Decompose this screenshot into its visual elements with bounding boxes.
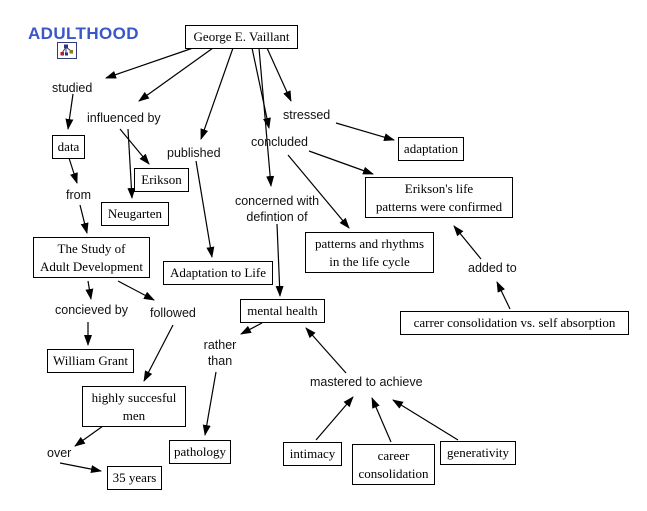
link-label-concluded[interactable]: concluded — [251, 135, 308, 149]
link-label-followed[interactable]: followed — [150, 306, 196, 320]
node-eriksons-life-patterns-confirmed[interactable]: Erikson's life patterns were confirmed — [365, 177, 513, 219]
link-label-concerned-with-defintion-of[interactable]: concerned with defintion of — [234, 194, 320, 224]
node-generativity[interactable]: generativity — [440, 441, 516, 465]
node-intimacy[interactable]: intimacy — [283, 442, 342, 466]
node-george-e-vaillant[interactable]: George E. Vaillant — [185, 25, 298, 49]
link-label-added-to[interactable]: added to — [468, 261, 517, 275]
page-title: ADULTHOOD — [28, 24, 139, 43]
node-study-of-adult-development[interactable]: The Study of Adult Development — [33, 237, 150, 279]
link-label-rather-than[interactable]: rather than — [203, 338, 237, 368]
node-mental-health[interactable]: mental health — [240, 299, 325, 323]
node-patterns-and-rhythms[interactable]: patterns and rhythms in the life cycle — [305, 232, 434, 274]
node-highly-succesful-men[interactable]: highly succesful men — [82, 386, 186, 428]
node-adaptation-to-life[interactable]: Adaptation to Life — [163, 261, 273, 285]
link-label-studied[interactable]: studied — [52, 81, 93, 95]
link-label-published[interactable]: published — [167, 146, 221, 160]
link-label-mastered-to-achieve[interactable]: mastered to achieve — [310, 375, 423, 389]
link-label-from[interactable]: from — [66, 188, 91, 202]
node-data[interactable]: data — [52, 135, 85, 159]
node-career-consolidation[interactable]: career consolidation — [352, 444, 435, 486]
node-neugarten[interactable]: Neugarten — [101, 202, 169, 226]
node-carrer-consolidation-vs-self-absorption[interactable]: carrer consolidation vs. self absorption — [400, 311, 629, 335]
node-erikson[interactable]: Erikson — [134, 168, 189, 192]
concept-map-icon[interactable] — [57, 42, 77, 59]
link-label-concieved-by[interactable]: concieved by — [55, 303, 128, 317]
node-adaptation[interactable]: adaptation — [398, 137, 464, 161]
link-label-stressed[interactable]: stressed — [283, 108, 331, 122]
link-label-influenced-by[interactable]: influenced by — [87, 111, 161, 125]
node-william-grant[interactable]: William Grant — [47, 349, 134, 373]
link-label-over[interactable]: over — [47, 446, 72, 460]
node-pathology[interactable]: pathology — [169, 440, 231, 464]
node-35-years[interactable]: 35 years — [107, 466, 162, 490]
